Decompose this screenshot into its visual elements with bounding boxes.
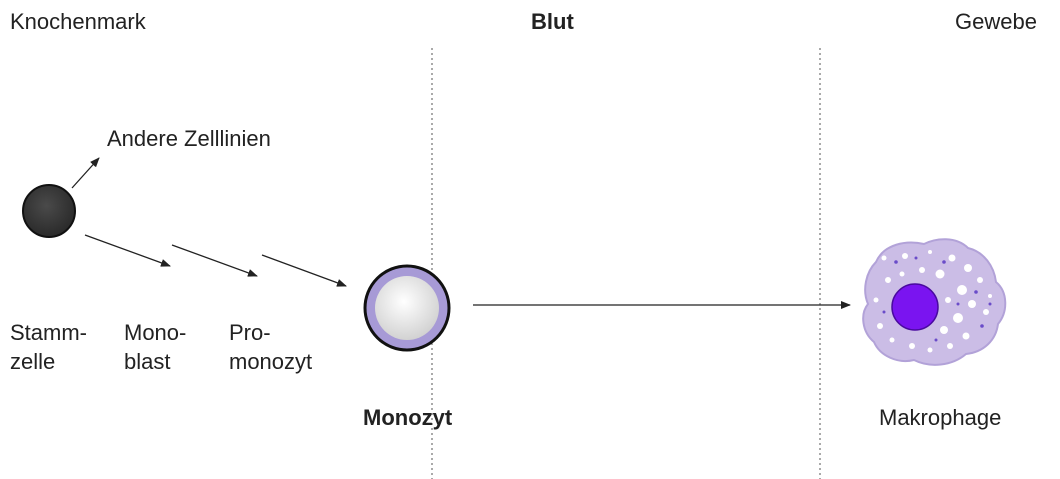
label-promonocyte: Pro- monozyt [229, 320, 313, 374]
label-monocyte: Monozyt [363, 405, 453, 430]
region-label-blood: Blut [531, 9, 574, 34]
macrophage-icon [862, 238, 1007, 366]
macrophage-nucleus [891, 283, 939, 331]
label-other-cell-lines: Andere Zelllinien [107, 126, 271, 151]
label-monoblast: Mono- blast [124, 320, 187, 374]
stem-cell-icon [22, 184, 76, 238]
monocyte-icon [363, 264, 451, 352]
region-label-tissue: Gewebe [955, 9, 1037, 34]
arrow-monoblast-to-promonocyte [171, 244, 258, 277]
label-macrophage: Makrophage [879, 405, 1002, 430]
arrow-stem-to-monoblast [84, 234, 171, 267]
arrow-promonocyte-to-monocyte [261, 254, 347, 287]
region-label-marrow: Knochenmark [10, 9, 146, 34]
arrow-to-other-lines [71, 157, 100, 189]
label-stem-cell: Stamm- zelle [10, 320, 87, 374]
